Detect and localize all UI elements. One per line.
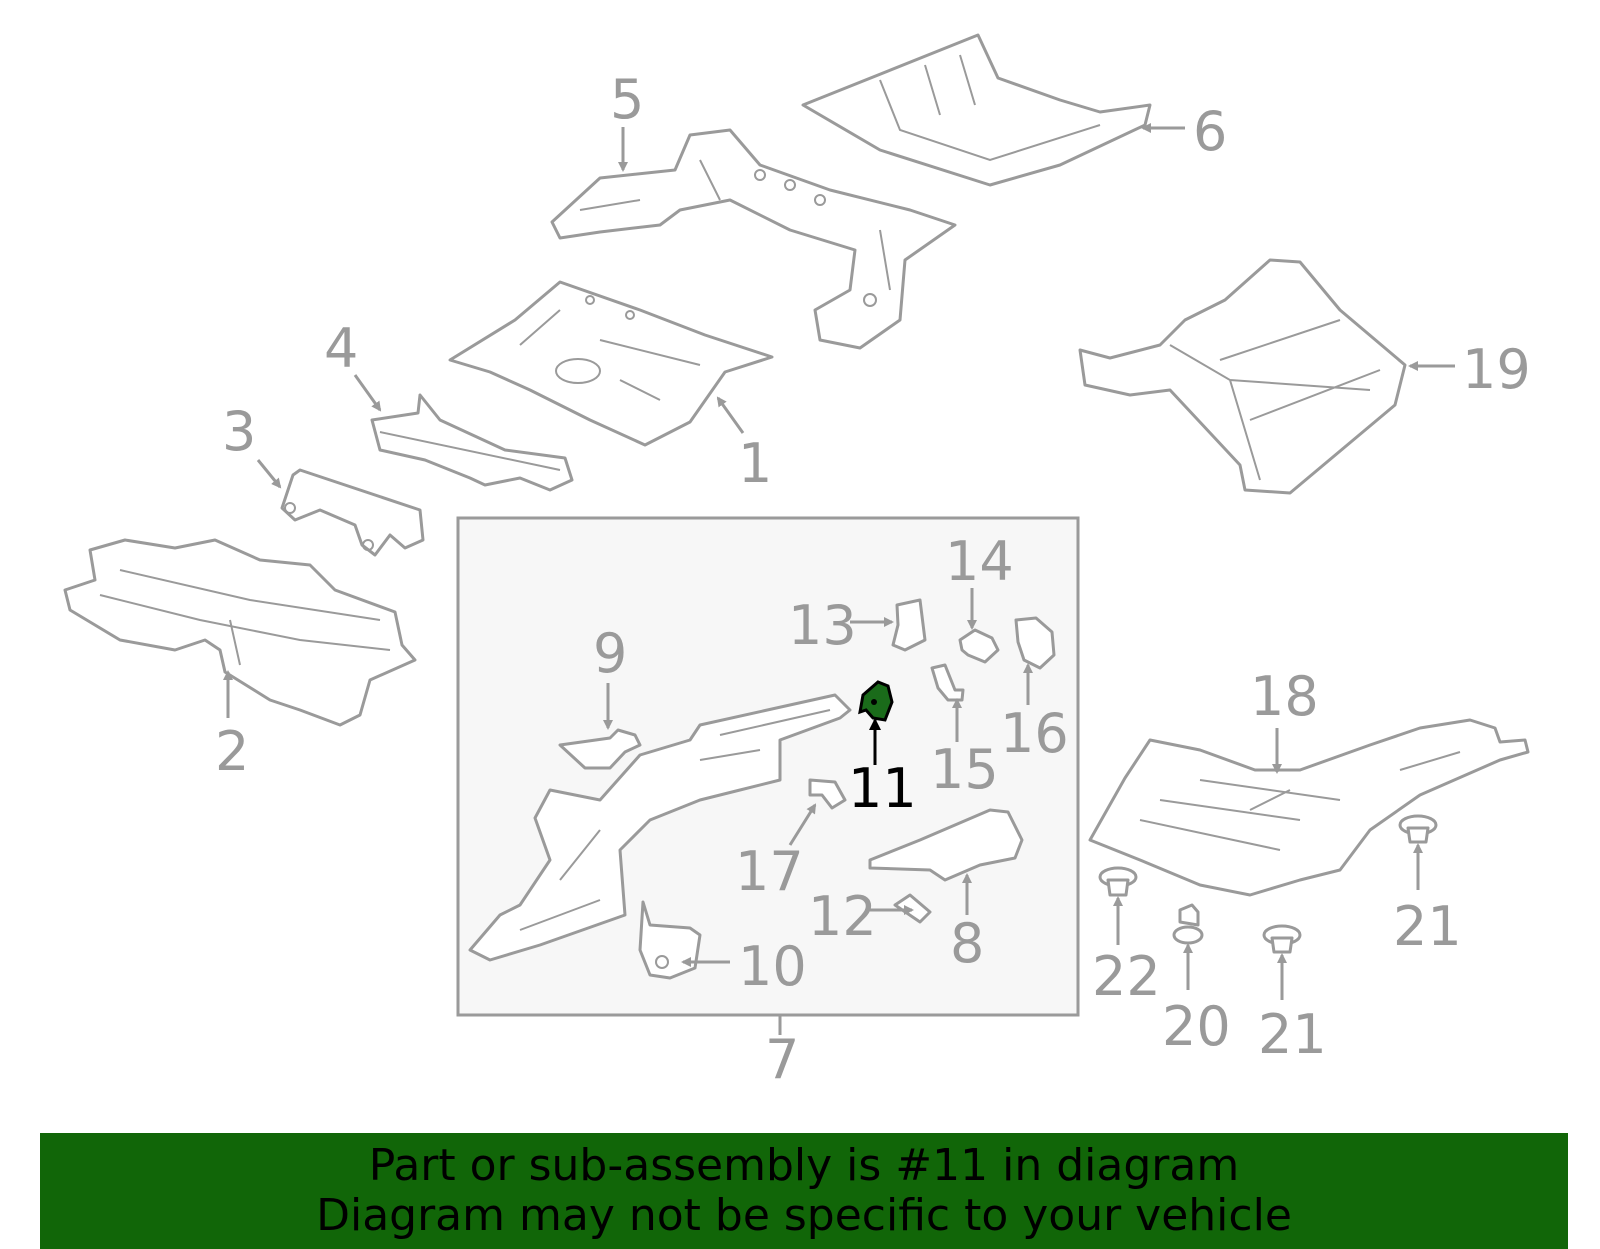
- part-16-bracket[interactable]: [1014, 616, 1056, 670]
- part-22-clip[interactable]: [1098, 866, 1138, 897]
- callout-21b: 21: [1393, 895, 1462, 958]
- part-9-bracket[interactable]: [558, 728, 642, 770]
- callout-20: 20: [1162, 995, 1231, 1058]
- callout-13: 13: [788, 594, 857, 657]
- callout-10: 10: [738, 935, 807, 998]
- callout-5: 5: [610, 68, 644, 131]
- callout-7: 7: [765, 1028, 799, 1091]
- callout-9: 9: [593, 622, 627, 685]
- leader-4: [353, 374, 382, 412]
- callout-1: 1: [738, 432, 772, 495]
- callout-11: 11: [848, 757, 917, 820]
- callout-3: 3: [222, 400, 256, 463]
- callout-15: 15: [930, 738, 999, 801]
- leader-1: [716, 396, 745, 434]
- part-5-crossmember[interactable]: [550, 128, 957, 350]
- callout-22: 22: [1092, 945, 1161, 1008]
- parts-diagram: 5 6 1 19 4 3 2 9 13 14 15 16 11 17 12 8 …: [63, 33, 1531, 1091]
- leader-3: [256, 459, 282, 489]
- banner-line-part: Part or sub-assembly is #11 in diagram: [368, 1140, 1240, 1191]
- callout-8: 8: [950, 912, 984, 975]
- part-15-bracket[interactable]: [930, 663, 965, 702]
- part-21-clip-b[interactable]: [1398, 814, 1438, 844]
- callout-19: 19: [1462, 338, 1531, 401]
- callout-21a: 21: [1258, 1003, 1327, 1066]
- part-19-under-cover[interactable]: [1078, 258, 1407, 495]
- part-17-bracket[interactable]: [808, 778, 847, 810]
- callout-14: 14: [945, 530, 1014, 593]
- callout-16: 16: [1000, 702, 1069, 765]
- part-6-rear-floor-pan[interactable]: [801, 33, 1152, 187]
- part-1-center-floor[interactable]: [448, 280, 774, 447]
- banner-line-disclaimer: Diagram may not be specific to your vehi…: [316, 1190, 1292, 1241]
- part-2-front-floor[interactable]: [63, 538, 417, 727]
- callout-4: 4: [324, 317, 358, 380]
- callout-18: 18: [1250, 665, 1319, 728]
- part-8-panel[interactable]: [868, 808, 1024, 882]
- part-21-clip-a[interactable]: [1262, 924, 1302, 954]
- leader-17: [788, 803, 817, 846]
- callout-2: 2: [215, 720, 249, 783]
- part-13-bracket[interactable]: [891, 598, 927, 652]
- part-14-bracket[interactable]: [958, 628, 1000, 664]
- part-3-bracket[interactable]: [280, 468, 425, 557]
- part-7-side-rail[interactable]: [468, 693, 852, 962]
- part-20-clip[interactable]: [1172, 903, 1204, 945]
- part-11-bracket-highlighted[interactable]: [858, 680, 894, 722]
- callout-12: 12: [808, 885, 877, 948]
- part-18-floor-cover[interactable]: [1088, 718, 1530, 897]
- callout-6: 6: [1193, 100, 1227, 163]
- part-4-bracket[interactable]: [370, 393, 574, 492]
- info-banner: Part or sub-assembly is #11 in diagram D…: [40, 1133, 1568, 1249]
- callout-17: 17: [735, 840, 804, 903]
